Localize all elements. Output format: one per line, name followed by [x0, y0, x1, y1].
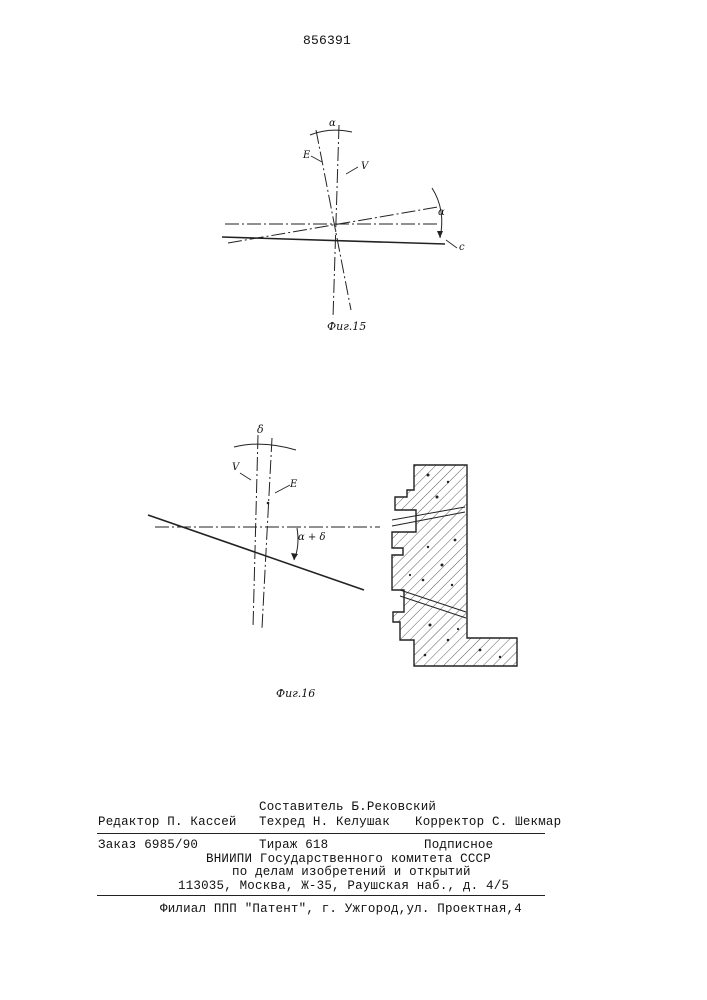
fig16-cross-section — [392, 465, 517, 666]
fig16-label-angle: α + δ — [298, 532, 326, 543]
footer-rule-1 — [97, 833, 545, 834]
footer-corrector: Корректор С. Шекмар — [415, 815, 561, 829]
footer-rule-2 — [97, 895, 545, 896]
footer-org-line2: по делам изобретений и открытий — [232, 865, 471, 879]
footer-order: Заказ 6985/90 — [98, 838, 198, 852]
footer-org-address: 113035, Москва, Ж-35, Раушская наб., д. … — [178, 879, 509, 893]
footer-branch: Филиал ППП "Патент", г. Ужгород,ул. Прое… — [160, 902, 522, 916]
fig16-label-E: E — [290, 479, 297, 490]
footer-editor: Редактор П. Кассей — [98, 815, 237, 829]
footer-subscription: Подписное — [424, 838, 493, 852]
footer-org-line1: ВНИИПИ Государственного комитета СССР — [206, 852, 491, 866]
fig16-delta-arc — [234, 444, 296, 450]
fig16-caption: Фиг.16 — [276, 687, 315, 700]
fig16-line-E — [262, 438, 272, 628]
fig16-label-V: V — [232, 462, 239, 473]
fig16-line-V — [253, 435, 258, 628]
footer-techred: Техред Н. Келушак — [259, 815, 390, 829]
footer-compiler: Составитель Б.Рековский — [259, 800, 436, 814]
fig16-label-delta: δ — [257, 423, 264, 436]
footer-circulation: Тираж 618 — [259, 838, 328, 852]
